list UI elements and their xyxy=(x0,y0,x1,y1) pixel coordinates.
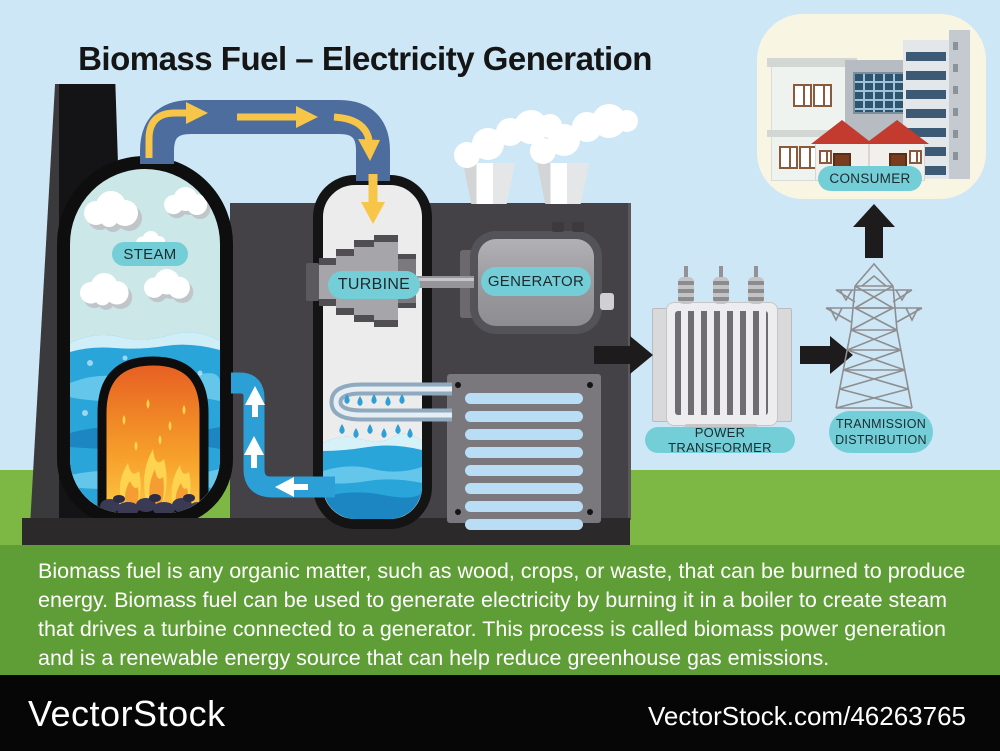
vectorstock-credit: VectorStock.com/46263765 xyxy=(648,701,966,731)
transformer-bushing xyxy=(678,266,694,304)
steam-label: STEAM xyxy=(112,242,188,266)
coals xyxy=(100,494,207,513)
sparks xyxy=(122,399,186,451)
apartment-cornice xyxy=(767,58,857,67)
cooling-stack xyxy=(463,163,515,204)
apartment-cornice xyxy=(767,130,857,137)
office-window-grid xyxy=(853,72,905,114)
cooling-stack xyxy=(537,163,589,204)
transmission-distribution-label: TRANMISSION DISTRIBUTION xyxy=(829,411,933,453)
tower-windows xyxy=(953,42,958,172)
vectorstock-logo: VectorStock xyxy=(28,693,226,734)
generator-bolt xyxy=(552,222,564,232)
fire-chamber xyxy=(97,356,209,513)
boiler-interior xyxy=(70,169,220,513)
generator-label: GENERATOR xyxy=(481,267,591,296)
page-title: Biomass Fuel – Electricity Generation xyxy=(78,40,652,78)
boiler xyxy=(57,156,233,526)
power-transformer-label: POWER TRANSFORMER xyxy=(645,425,795,455)
transformer-bushing xyxy=(713,266,729,304)
watermark-footer: VectorStock VectorStock.com/46263765 xyxy=(0,675,1000,751)
consumer-label: CONSUMER xyxy=(818,166,922,191)
consumer-card: CONSUMER xyxy=(757,14,986,199)
description-text: Biomass fuel is any organic matter, such… xyxy=(38,559,966,670)
smoke-cloud xyxy=(528,104,638,166)
turbine-label: TURBINE xyxy=(328,271,420,299)
description-panel: Biomass fuel is any organic matter, such… xyxy=(0,545,1000,675)
condenser-water xyxy=(323,433,422,519)
vent-panel xyxy=(447,374,601,530)
generator-bolt xyxy=(572,222,584,232)
turbine-housing xyxy=(313,175,432,529)
generator-terminal xyxy=(600,293,614,310)
turbine-housing-interior xyxy=(323,185,422,519)
transformer-bushing xyxy=(748,266,764,304)
transformer-fins xyxy=(675,311,768,415)
